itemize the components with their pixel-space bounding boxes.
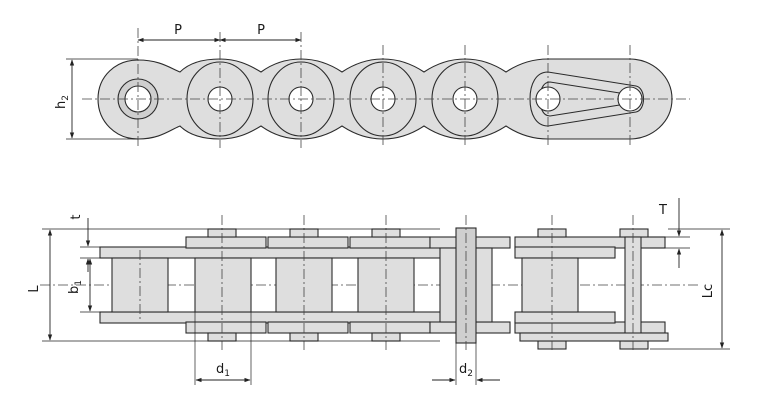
spring-clip-plate: [519, 332, 669, 342]
pitch-label-2: P: [257, 23, 265, 38]
inner-plate-bottom: [185, 321, 267, 334]
d1-label: d1: [216, 362, 230, 379]
roller: [194, 257, 252, 313]
outer-plate-bottom: [99, 311, 466, 324]
chain-top-view: L t b1 T Lc d1 d2: [27, 198, 730, 385]
b1-label: b1: [67, 280, 84, 294]
roller: [521, 257, 579, 313]
outer-plate-top: [99, 246, 466, 259]
h2-label: h2: [54, 95, 71, 109]
roller: [275, 257, 333, 313]
Lc-label: Lc: [701, 284, 716, 298]
d2-label: d2: [459, 362, 473, 379]
chain-side-view: P P h2: [54, 23, 690, 148]
inner-plate-top: [185, 236, 267, 249]
pitch-label-1: P: [174, 23, 182, 38]
t-label: t: [69, 214, 84, 219]
L-label: L: [27, 285, 42, 293]
T-label: T: [658, 203, 667, 218]
roller: [357, 257, 415, 313]
roller: [111, 257, 169, 313]
